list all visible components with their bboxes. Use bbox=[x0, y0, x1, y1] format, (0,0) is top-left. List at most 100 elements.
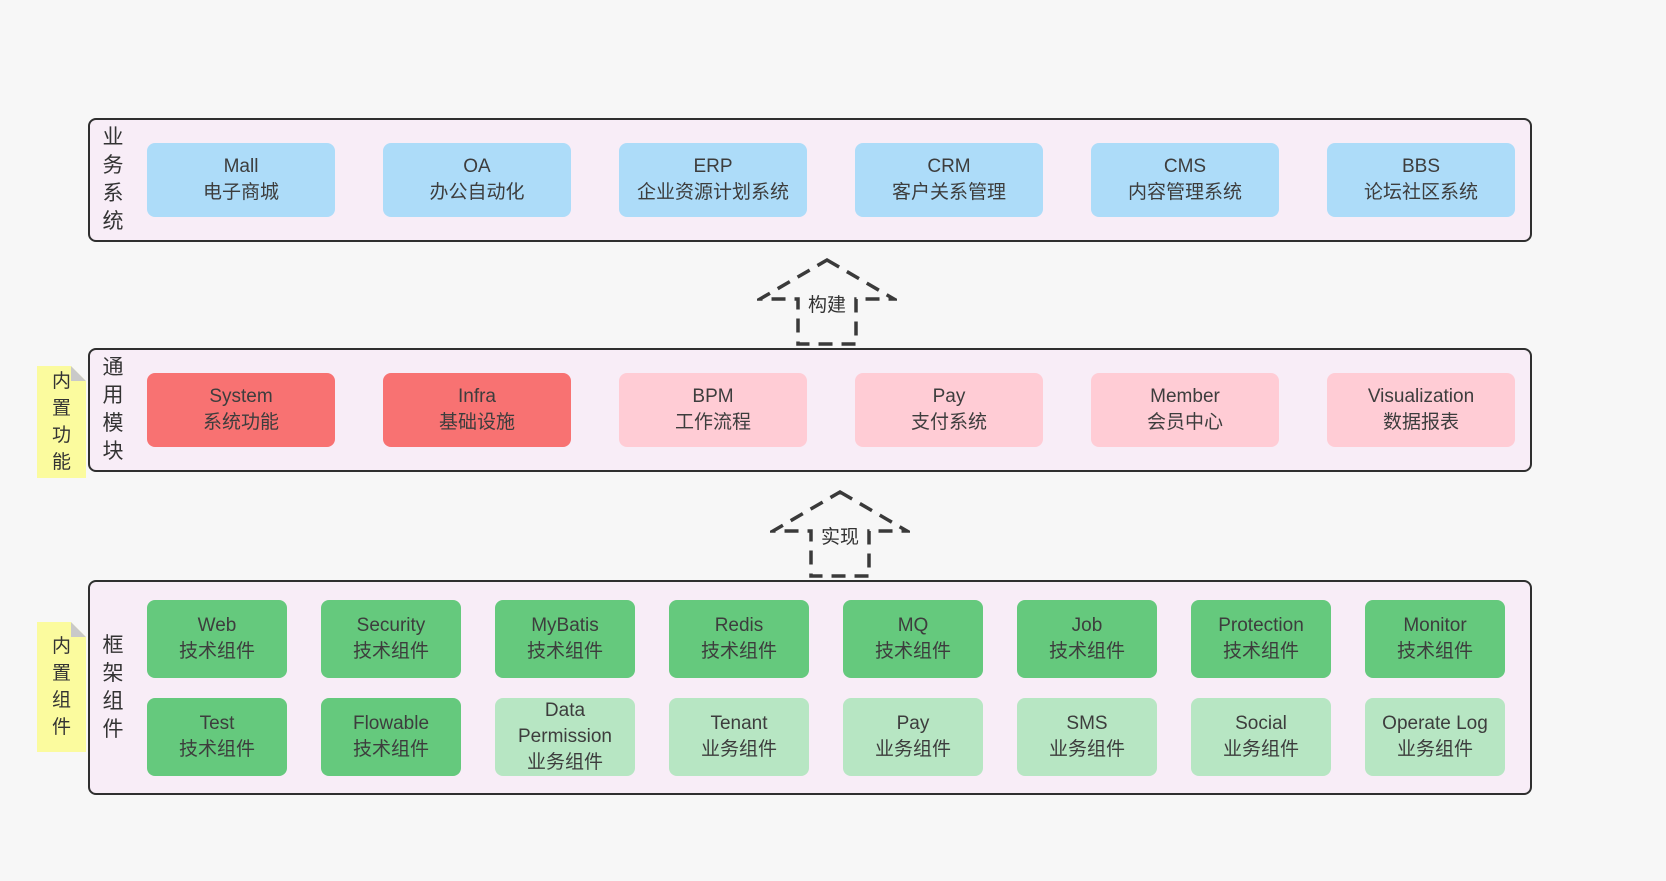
box-security: Security 技术组件 bbox=[321, 599, 461, 678]
box-crm: CRM 客户关系管理 bbox=[855, 143, 1043, 217]
box-subtitle: 论坛社区系统 bbox=[1363, 182, 1478, 203]
box-title: Monitor bbox=[1403, 614, 1467, 636]
box-title: OA bbox=[463, 156, 491, 177]
box-bpm: BPM 工作流程 bbox=[619, 373, 807, 447]
box-subtitle: 业务组件 bbox=[526, 751, 603, 773]
sticky-note-text: 内置组件 bbox=[51, 636, 71, 738]
side-label-common-modules: 通用模块 bbox=[90, 354, 136, 466]
box-subtitle: 技术组件 bbox=[352, 640, 429, 662]
arrow-up-icon: 构建 bbox=[757, 257, 897, 346]
box-bbs: BBS 论坛社区系统 bbox=[1327, 143, 1515, 217]
box-title: Pay bbox=[896, 712, 930, 734]
box-title: ERP bbox=[693, 156, 733, 177]
box-title: Flowable bbox=[352, 712, 430, 734]
box-cms: CMS 内容管理系统 bbox=[1091, 143, 1279, 217]
arrow-label: 实现 bbox=[821, 526, 859, 548]
box-title: Operate Log bbox=[1382, 712, 1488, 734]
box-title: CMS bbox=[1163, 156, 1207, 177]
box-erp: ERP 企业资源计划系统 bbox=[619, 143, 807, 217]
box-subtitle: 系统功能 bbox=[202, 412, 279, 433]
box-title: BPM bbox=[692, 386, 734, 407]
box-subtitle: 技术组件 bbox=[178, 640, 255, 662]
box-subtitle: 客户关系管理 bbox=[891, 182, 1006, 203]
box-oa: OA 办公自动化 bbox=[383, 143, 571, 217]
box-title: SMS bbox=[1066, 712, 1108, 734]
box-title: MyBatis bbox=[531, 614, 599, 636]
box-title: Security bbox=[356, 614, 426, 636]
common-modules-row: System 系统功能 Infra 基础设施 BPM 工作流程 Pay 支付系统… bbox=[147, 373, 1515, 447]
box-test: Test 技术组件 bbox=[147, 697, 287, 776]
box-member: Member 会员中心 bbox=[1091, 373, 1279, 447]
box-subtitle: 技术组件 bbox=[352, 738, 429, 760]
panel-business-systems: 业务系统 Mall 电子商城 OA 办公自动化 ERP 企业资源计划系统 CRM… bbox=[88, 118, 1532, 242]
box-mybatis: MyBatis 技术组件 bbox=[495, 599, 635, 678]
box-protection: Protection 技术组件 bbox=[1191, 599, 1331, 678]
box-web: Web 技术组件 bbox=[147, 599, 287, 678]
box-subtitle: 支付系统 bbox=[910, 412, 987, 433]
business-systems-row: Mall 电子商城 OA 办公自动化 ERP 企业资源计划系统 CRM 客户关系… bbox=[147, 143, 1515, 217]
box-subtitle: 数据报表 bbox=[1382, 412, 1459, 433]
box-subtitle: 业务组件 bbox=[1222, 738, 1299, 760]
box-infra: Infra 基础设施 bbox=[383, 373, 571, 447]
side-label-framework-components: 框架组件 bbox=[90, 632, 136, 744]
box-subtitle: 业务组件 bbox=[1396, 738, 1473, 760]
box-monitor: Monitor 技术组件 bbox=[1365, 599, 1505, 678]
box-subtitle: 技术组件 bbox=[700, 640, 777, 662]
box-title: Redis bbox=[714, 614, 764, 636]
box-title: Web bbox=[197, 614, 237, 636]
box-title: Test bbox=[199, 712, 235, 734]
box-title: Data Permission bbox=[518, 699, 612, 747]
box-title: System bbox=[209, 386, 273, 407]
box-social: Social 业务组件 bbox=[1191, 697, 1331, 776]
arrow-build: 构建 bbox=[757, 256, 897, 348]
side-label-text: 通用模块 bbox=[102, 356, 124, 463]
box-subtitle: 企业资源计划系统 bbox=[636, 182, 789, 203]
side-label-text: 业务系统 bbox=[102, 126, 124, 233]
box-title: BBS bbox=[1401, 156, 1441, 177]
box-pay: Pay 支付系统 bbox=[855, 373, 1043, 447]
box-title: Visualization bbox=[1367, 386, 1475, 407]
box-subtitle: 技术组件 bbox=[526, 640, 603, 662]
framework-components-rows: Web 技术组件 Security 技术组件 MyBatis 技术组件 Redi… bbox=[147, 599, 1505, 776]
box-title: Pay bbox=[932, 386, 966, 407]
box-subtitle: 工作流程 bbox=[674, 412, 751, 433]
box-data-permission: Data Permission 业务组件 bbox=[495, 697, 635, 776]
box-subtitle: 业务组件 bbox=[700, 738, 777, 760]
framework-row-2: Test 技术组件 Flowable 技术组件 Data Permission … bbox=[147, 697, 1505, 776]
arrow-implement: 实现 bbox=[770, 488, 910, 580]
box-title: Infra bbox=[457, 386, 497, 407]
box-subtitle: 技术组件 bbox=[1048, 640, 1125, 662]
box-subtitle: 技术组件 bbox=[874, 640, 951, 662]
box-pay-component: Pay 业务组件 bbox=[843, 697, 983, 776]
box-title: Mall bbox=[223, 156, 259, 177]
sticky-note-built-in-features: 内置功能 bbox=[37, 366, 86, 478]
box-subtitle: 会员中心 bbox=[1146, 412, 1223, 433]
box-title: Tenant bbox=[710, 712, 768, 734]
box-operate-log: Operate Log 业务组件 bbox=[1365, 697, 1505, 776]
box-subtitle: 技术组件 bbox=[1396, 640, 1473, 662]
box-mall: Mall 电子商城 bbox=[147, 143, 335, 217]
box-system: System 系统功能 bbox=[147, 373, 335, 447]
box-flowable: Flowable 技术组件 bbox=[321, 697, 461, 776]
side-label-text: 框架组件 bbox=[102, 633, 124, 741]
box-title: MQ bbox=[897, 614, 929, 636]
box-title: Job bbox=[1071, 614, 1103, 636]
arrow-up-icon: 实现 bbox=[770, 489, 910, 578]
framework-row-1: Web 技术组件 Security 技术组件 MyBatis 技术组件 Redi… bbox=[147, 599, 1505, 678]
box-subtitle: 办公自动化 bbox=[429, 182, 525, 203]
box-title: CRM bbox=[927, 156, 971, 177]
box-title: Social bbox=[1235, 712, 1287, 734]
box-tenant: Tenant 业务组件 bbox=[669, 697, 809, 776]
box-subtitle: 业务组件 bbox=[874, 738, 951, 760]
box-subtitle: 基础设施 bbox=[438, 412, 515, 433]
box-subtitle: 技术组件 bbox=[178, 738, 255, 760]
box-visualization: Visualization 数据报表 bbox=[1327, 373, 1515, 447]
box-subtitle: 业务组件 bbox=[1048, 738, 1125, 760]
panel-common-modules: 通用模块 System 系统功能 Infra 基础设施 BPM 工作流程 Pay… bbox=[88, 348, 1532, 472]
box-title: Protection bbox=[1218, 614, 1304, 636]
panel-framework-components: 框架组件 Web 技术组件 Security 技术组件 MyBatis 技术组件… bbox=[88, 580, 1532, 795]
arrow-label: 构建 bbox=[808, 294, 846, 316]
box-title: Member bbox=[1150, 386, 1220, 407]
box-redis: Redis 技术组件 bbox=[669, 599, 809, 678]
